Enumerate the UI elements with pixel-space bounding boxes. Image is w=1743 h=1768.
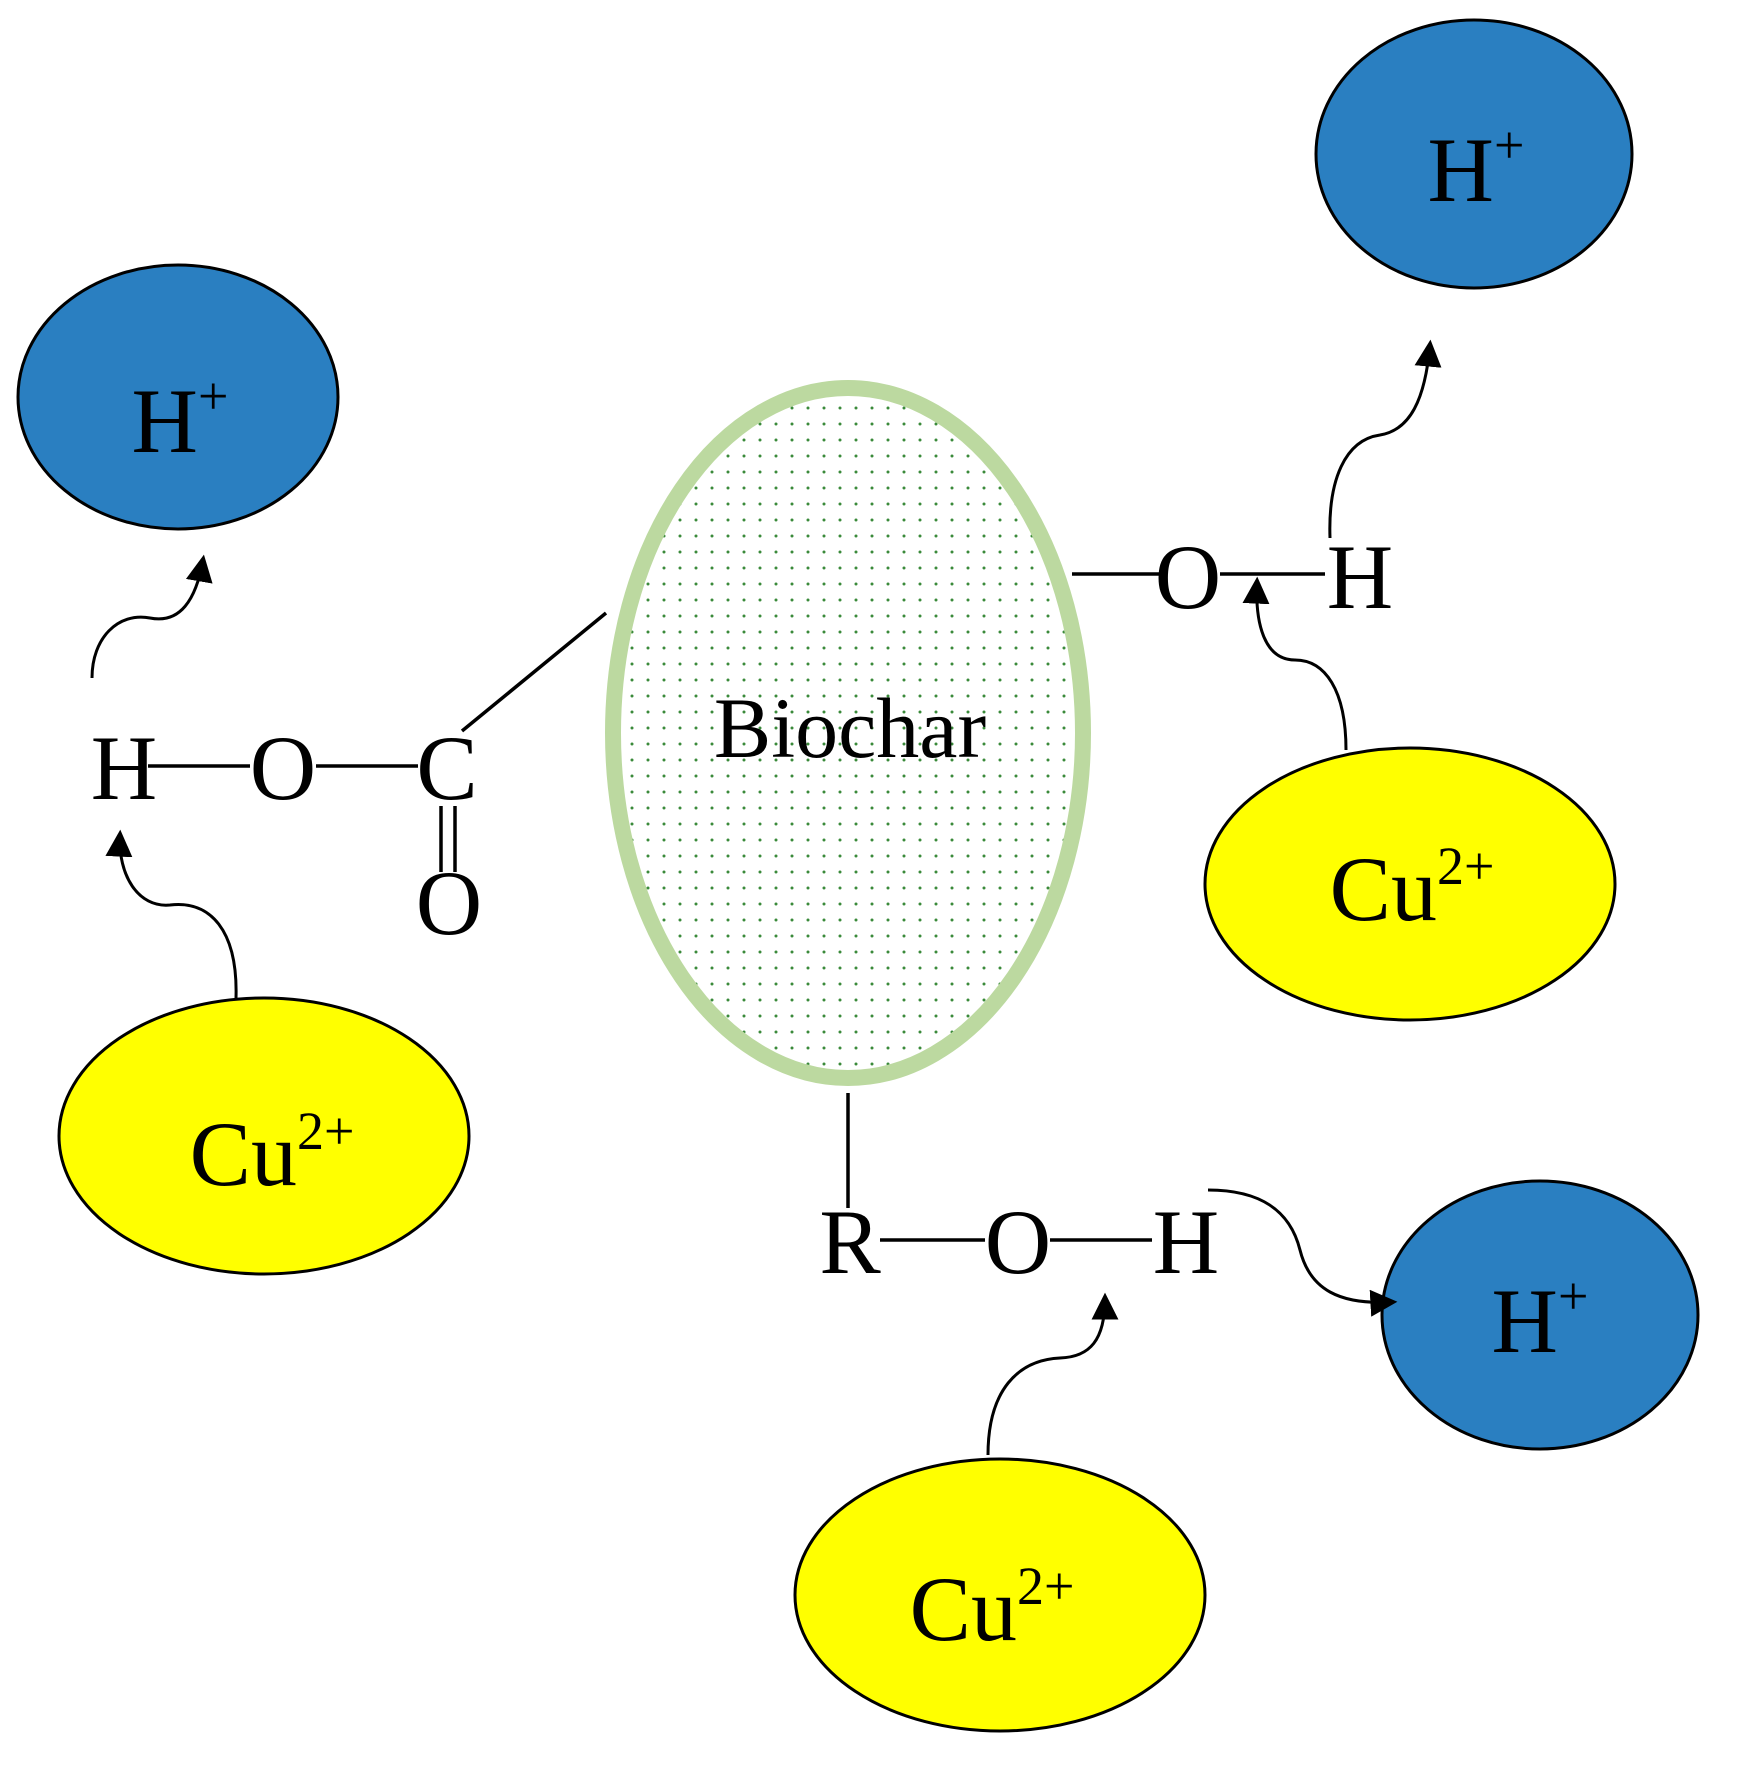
- proton-ellipse: [1314, 18, 1634, 290]
- copper-ion: Cu2+: [793, 1457, 1207, 1733]
- copper-symbol: Cu: [910, 1558, 1017, 1660]
- hydroxyl-group: O H: [1155, 526, 1393, 628]
- alcohol-group: R O H: [819, 1191, 1219, 1293]
- biochar-particle: Biochar: [605, 380, 1091, 1086]
- copper-ellipse: [1203, 746, 1617, 1022]
- surface-bond-carboxyl: [460, 611, 608, 733]
- copper-symbol: Cu: [1330, 838, 1437, 940]
- proton-symbol: H: [1492, 1270, 1558, 1372]
- svg-text:H+: H+: [1492, 1266, 1589, 1372]
- proton-release-hydroxyl-arrow: [1328, 339, 1442, 539]
- copper-to-alcohol-arrow: [986, 1292, 1119, 1456]
- copper-symbol: Cu: [190, 1103, 297, 1205]
- carboxyl-double-o-atom: O: [416, 852, 482, 954]
- svg-text:H+: H+: [1428, 115, 1525, 221]
- proton-release-alcohol-arrow: [1207, 1188, 1398, 1317]
- carboxyl-h-atom: H: [91, 717, 157, 819]
- copper-ion: Cu2+: [57, 996, 471, 1276]
- copper-charge: 2+: [1017, 1556, 1074, 1616]
- copper-to-carboxyl-h-arrow: [105, 829, 238, 999]
- svg-text:Cu2+: Cu2+: [910, 1556, 1075, 1660]
- proton-ion: H+: [16, 263, 340, 531]
- carboxyl-group: H O C O: [91, 717, 482, 954]
- copper-charge: 2+: [1437, 836, 1494, 896]
- carboxyl-c-atom: C: [416, 717, 477, 819]
- svg-text:Cu2+: Cu2+: [190, 1101, 355, 1205]
- svg-text:Cu2+: Cu2+: [1330, 836, 1495, 940]
- biochar-label: Biochar: [714, 680, 986, 776]
- proton-charge: +: [1494, 115, 1524, 175]
- copper-ion: Cu2+: [1203, 746, 1617, 1022]
- copper-to-hydroxyl-arrow: [1242, 576, 1348, 751]
- proton-ellipse: [16, 263, 340, 531]
- alcohol-o-atom: O: [985, 1191, 1051, 1293]
- hydroxyl-h-atom: H: [1327, 526, 1393, 628]
- proton-release-carboxyl-arrow: [90, 554, 213, 679]
- copper-ellipse: [57, 996, 471, 1276]
- proton-symbol: H: [1428, 119, 1494, 221]
- svg-text:H+: H+: [132, 366, 229, 472]
- proton-symbol: H: [132, 370, 198, 472]
- proton-charge: +: [198, 366, 228, 426]
- carboxyl-o-atom: O: [250, 717, 316, 819]
- proton-ion: H+: [1314, 18, 1634, 290]
- proton-charge: +: [1558, 1266, 1588, 1326]
- proton-ion: H+: [1380, 1179, 1700, 1451]
- alcohol-r-atom: R: [819, 1191, 881, 1293]
- copper-ellipse: [793, 1457, 1207, 1733]
- hydroxyl-o-atom: O: [1155, 526, 1221, 628]
- copper-charge: 2+: [297, 1101, 354, 1161]
- alcohol-h-atom: H: [1153, 1191, 1219, 1293]
